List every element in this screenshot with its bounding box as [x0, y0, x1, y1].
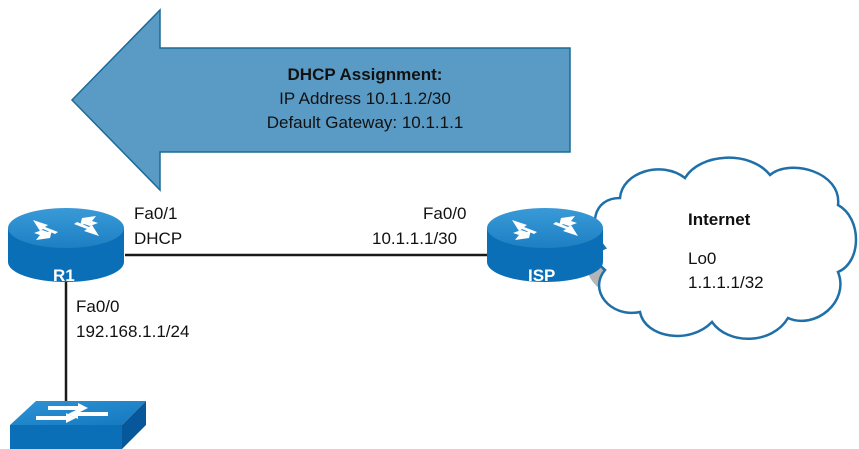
cloud-title: Internet	[688, 210, 751, 229]
isp-interface: Fa0/0	[423, 204, 467, 223]
dhcp-default-gateway: Default Gateway: 10.1.1.1	[266, 113, 464, 132]
dhcp-ip-address: IP Address 10.1.1.2/30	[279, 89, 451, 108]
dhcp-heading: DHCP Assignment:	[287, 65, 443, 84]
isp-address: 10.1.1.1/30	[372, 229, 458, 248]
r1-name: R1	[53, 266, 75, 285]
isp-loopback-name: Lo0	[688, 249, 717, 268]
switch-icon	[36, 403, 108, 423]
isp-name: ISP	[528, 266, 556, 285]
router-isp[interactable]	[487, 208, 603, 282]
r1-lan-interface: Fa0/0	[76, 297, 120, 316]
router-r1[interactable]	[8, 208, 124, 282]
dhcp-assignment-text: DHCP Assignment: IP Address 10.1.1.2/30 …	[210, 63, 520, 135]
dhcp-assignment-arrow	[70, 8, 571, 192]
r1-lan-address: 192.168.1.1/24	[76, 322, 190, 341]
router-icon	[512, 216, 578, 240]
router-icon	[33, 216, 99, 240]
lan-switch[interactable]	[10, 401, 146, 449]
isp-loopback-address: 1.1.1.1/32	[688, 273, 764, 292]
r1-wan-mode: DHCP	[134, 229, 183, 248]
r1-wan-interface: Fa0/1	[134, 204, 178, 223]
cloud-icon	[593, 156, 858, 340]
